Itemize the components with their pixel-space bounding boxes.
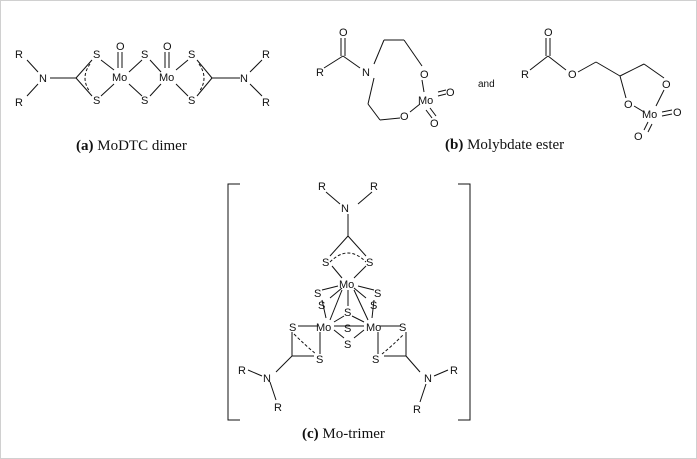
caption-c: (c) Mo-trimer [302,426,385,442]
caption-b-letter: (b) [445,137,463,153]
atom-r: R [262,97,270,109]
atom-o: O [116,41,125,53]
atom-s: S [141,49,148,61]
atom-o: O [544,27,553,39]
atom-mo: Mo [366,322,381,334]
atom-s: S [344,307,351,319]
atom-s: S [93,49,100,61]
mo-trimer-structure: R R N S S Mo S S S S S S Mo S Mo S S S S… [227,181,471,421]
molybdate-ester-ring-structure: O R N O O Mo O O [316,27,455,130]
atom-mo: Mo [316,322,331,334]
atom-o: O [430,118,439,130]
atom-s: S [141,95,148,107]
atom-o: O [420,69,429,81]
atom-n: N [362,67,370,79]
caption-b-text: Molybdate ester [463,137,564,153]
atom-mo: Mo [642,109,657,121]
atom-r: R [316,67,324,79]
atom-s: S [93,95,100,107]
atom-s: S [188,95,195,107]
atom-o: O [634,131,643,143]
atom-r: R [15,49,23,61]
atom-s: S [399,322,406,334]
atom-s: S [289,322,296,334]
atom-r: R [450,365,458,377]
atom-n: N [240,73,248,85]
caption-a-letter: (a) [76,138,94,154]
atom-s: S [322,257,329,269]
atom-o: O [624,99,633,111]
modtc-dimer-structure: R R N S S O Mo S S O Mo S S N R R [15,41,270,109]
atom-n: N [39,73,47,85]
atom-mo: Mo [159,72,174,84]
atom-s: S [374,288,381,300]
caption-c-letter: (c) [302,426,319,442]
atom-o: O [163,41,172,53]
atom-o: O [339,27,348,39]
atom-r: R [262,49,270,61]
atom-o: O [568,69,577,81]
caption-a-text: MoDTC dimer [94,138,187,154]
atom-r: R [521,69,529,81]
atom-r: R [274,402,282,414]
caption-b: (b) Molybdate ester [445,137,564,153]
atom-r: R [15,97,23,109]
atom-s: S [366,257,373,269]
atom-s: S [344,339,351,351]
atom-o: O [400,111,409,123]
atom-s: S [188,49,195,61]
atom-n: N [341,203,349,215]
molybdate-ester-glycerol-structure: O R O O O Mo O O [521,27,682,143]
atom-r: R [238,365,246,377]
atom-o: O [673,107,682,119]
atom-mo: Mo [112,72,127,84]
atom-mo: Mo [418,95,433,107]
and-label: and [478,79,495,90]
atom-s: S [318,300,325,312]
left-bracket [227,183,240,421]
caption-c-text: Mo-trimer [319,426,385,442]
atom-s: S [344,323,351,335]
atom-s: S [316,354,323,366]
atom-s: S [314,288,321,300]
caption-a: (a) MoDTC dimer [76,138,187,154]
atom-r: R [318,181,326,193]
atom-n: N [263,373,271,385]
atom-s: S [370,300,377,312]
atom-mo: Mo [339,279,354,291]
atom-s: S [372,354,379,366]
atom-o: O [662,79,671,91]
atom-n: N [424,373,432,385]
atom-r: R [413,404,421,416]
right-bracket [458,183,471,421]
atom-r: R [370,181,378,193]
atom-o: O [446,87,455,99]
